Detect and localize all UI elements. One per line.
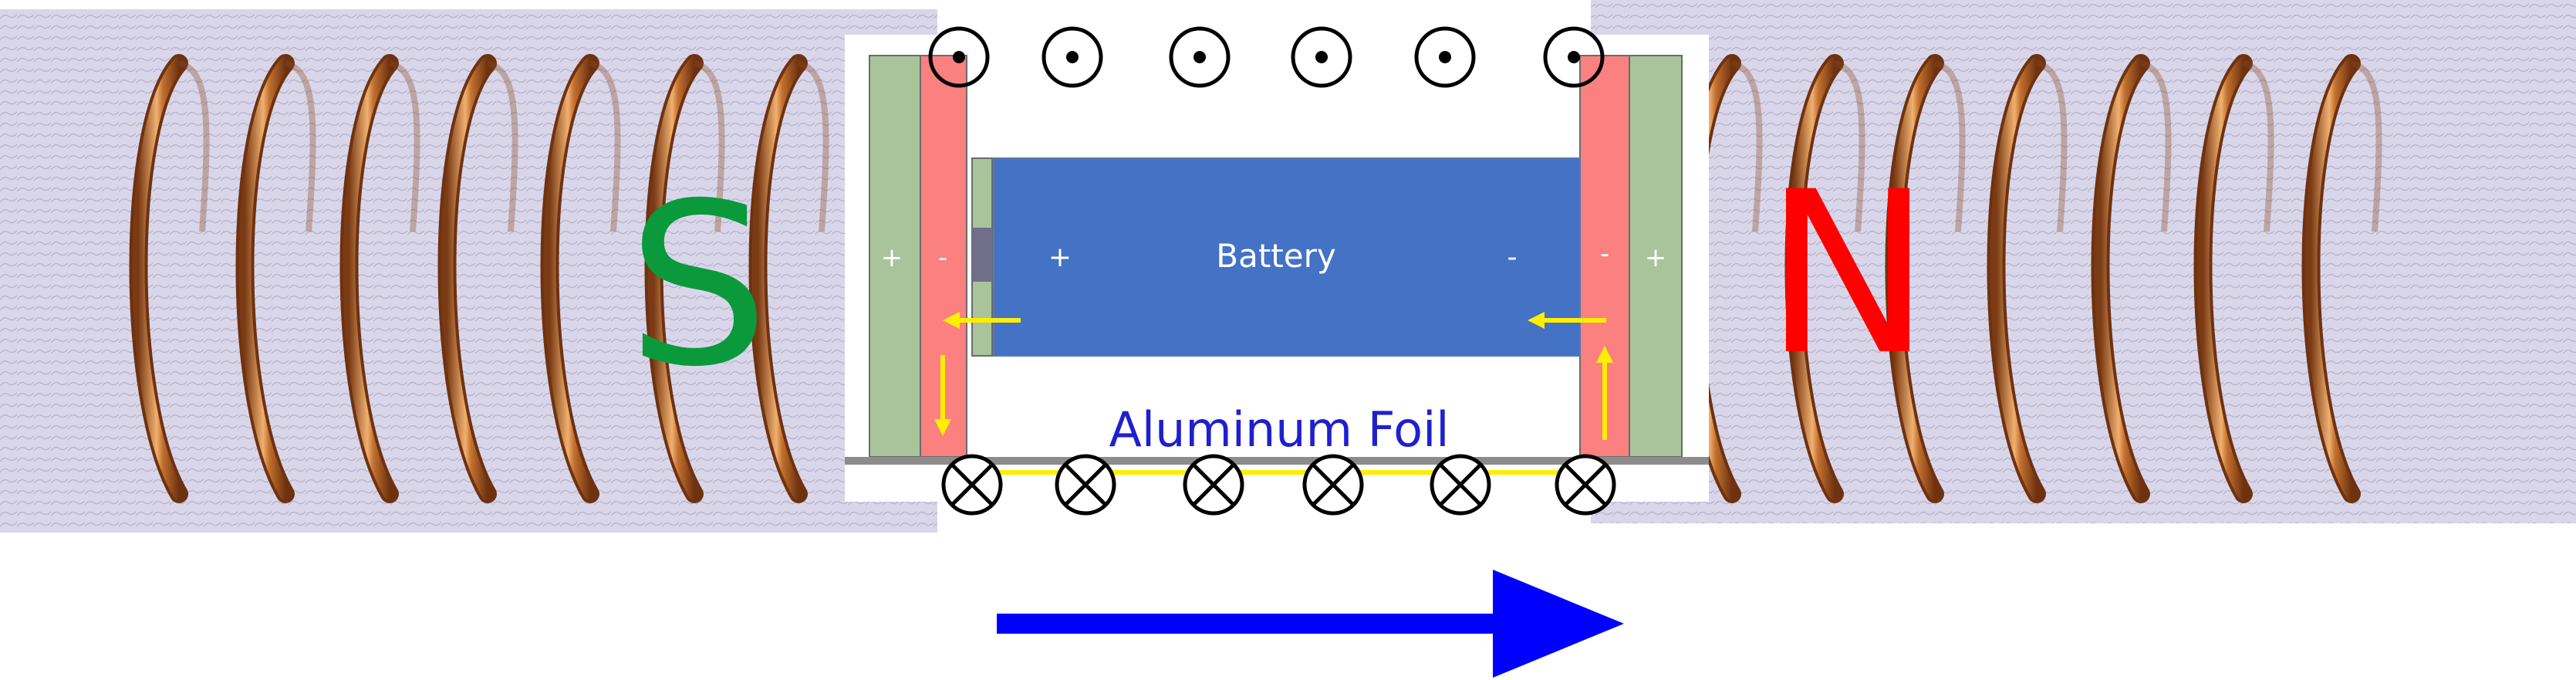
battery-label: Battery	[1216, 237, 1335, 275]
coil-left-turns	[129, 54, 829, 503]
battery-plus-sign: +	[1048, 242, 1072, 273]
coil-turn	[2301, 54, 2382, 503]
coil-left	[0, 9, 937, 533]
field-in-symbols	[941, 454, 1616, 516]
field-in-symbol	[1302, 454, 1364, 516]
coil-right	[1591, 0, 2576, 523]
current-arrows	[934, 312, 1613, 440]
motion-arrow-shaft	[997, 614, 1506, 634]
current-arrow-battery-right	[1528, 312, 1606, 329]
coil-turn	[129, 54, 210, 503]
coil-turn	[339, 54, 420, 503]
magnet-right-inner-sign: -	[1600, 239, 1609, 269]
field-out-symbols	[928, 26, 1605, 88]
field-in-symbol	[1555, 454, 1616, 516]
field-in-symbol	[1055, 454, 1116, 516]
field-out-symbol	[1414, 26, 1476, 88]
field-in-symbol	[941, 454, 1003, 516]
coil-turn	[1987, 54, 2068, 503]
coil-turn	[748, 54, 829, 503]
pole-n-label: N	[1764, 144, 1932, 404]
foil-label: Aluminum Foil	[1109, 401, 1449, 458]
field-out-symbol	[1543, 26, 1605, 88]
coil-turn	[540, 54, 621, 503]
magnet-left-inner-sign: -	[938, 242, 947, 273]
current-arrow-left-down	[934, 355, 951, 436]
coil-turn	[644, 54, 725, 503]
current-arrow-right-up	[1596, 346, 1613, 440]
pole-s-label: S	[627, 156, 769, 416]
coil-turn	[1784, 54, 1865, 503]
magnet-right-outer-sign: +	[1645, 242, 1667, 273]
motion-arrow	[997, 570, 1624, 678]
field-in-symbol	[1430, 454, 1491, 516]
aluminum-foil	[845, 457, 1709, 465]
battery-minus-sign: -	[1507, 242, 1518, 273]
field-out-symbol	[1042, 26, 1103, 88]
field-out-symbol	[1291, 26, 1352, 88]
current-arrow-battery-left	[943, 312, 1021, 329]
field-out-symbol	[1169, 26, 1231, 88]
coil-turn	[2193, 54, 2274, 503]
magnet-right-outer	[1629, 55, 1683, 458]
coil-turn	[437, 54, 518, 503]
magnet-left-outer-sign: +	[881, 242, 903, 273]
coil-turn	[2091, 54, 2172, 503]
coil-turn	[1885, 54, 1966, 503]
field-out-symbol	[928, 26, 990, 88]
battery-body	[993, 157, 1581, 357]
coil-turn	[235, 54, 316, 503]
motion-arrow-head	[1493, 570, 1624, 678]
magnet-left-outer	[869, 55, 921, 458]
field-in-symbol	[1183, 454, 1244, 516]
